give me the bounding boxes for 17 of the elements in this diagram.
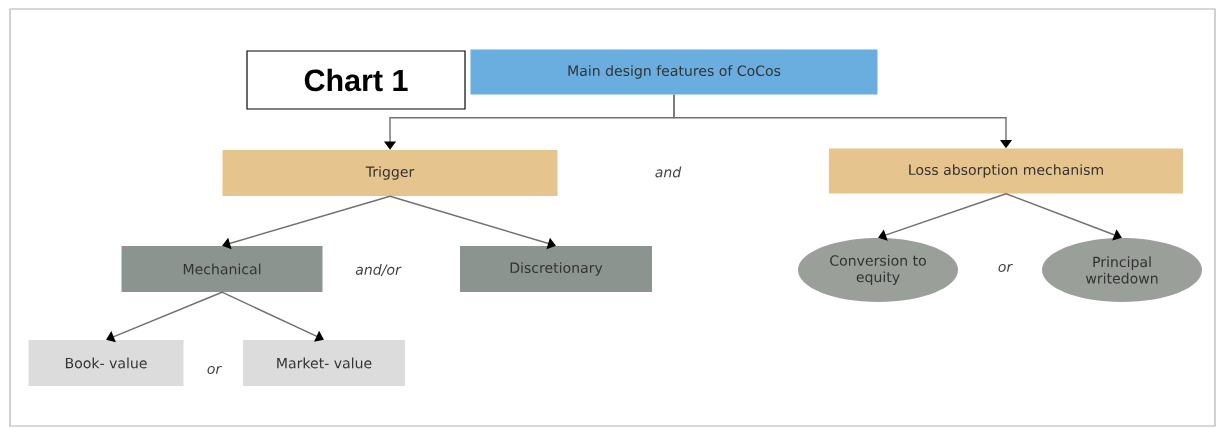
process-box: Trigger [222, 150, 558, 196]
arrow [878, 193, 1007, 241]
arrow [221, 291, 324, 342]
title-box: Chart 1 [246, 50, 466, 110]
process-box: Market- value [243, 340, 405, 386]
process-box: Loss absorption mechanism [829, 148, 1183, 194]
arrow [106, 291, 223, 343]
process-box: Main design features of CoCos [470, 49, 878, 95]
connector-word: or [998, 263, 1013, 273]
process-box: Book- value [28, 340, 184, 386]
connector-word: and [655, 166, 682, 178]
arrow [222, 195, 391, 250]
process-box: Discretionary [460, 246, 652, 292]
arrow [1005, 193, 1122, 241]
process-box: Mechanical [121, 246, 323, 292]
connector-word: and/or [355, 264, 402, 276]
connector-word: or [207, 365, 222, 375]
